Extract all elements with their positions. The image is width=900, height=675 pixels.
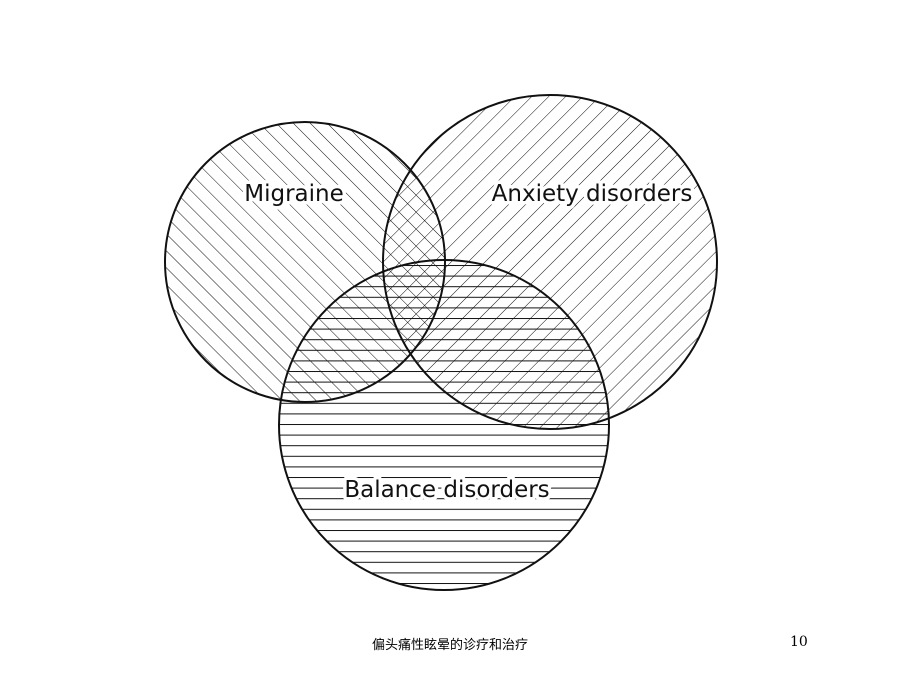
migraine-label: Migraine xyxy=(244,181,344,207)
anxiety-label: Anxiety disorders xyxy=(492,181,693,207)
slide-number: 10 xyxy=(790,634,808,650)
balance-circle xyxy=(278,259,610,591)
footer-title: 偏头痛性眩晕的诊疗和治疗 xyxy=(371,638,528,653)
balance-hatch-fill xyxy=(279,260,609,590)
anxiety-circle xyxy=(382,94,718,430)
migraine-circle xyxy=(164,121,446,403)
balance-label: Balance disorders xyxy=(344,477,549,503)
